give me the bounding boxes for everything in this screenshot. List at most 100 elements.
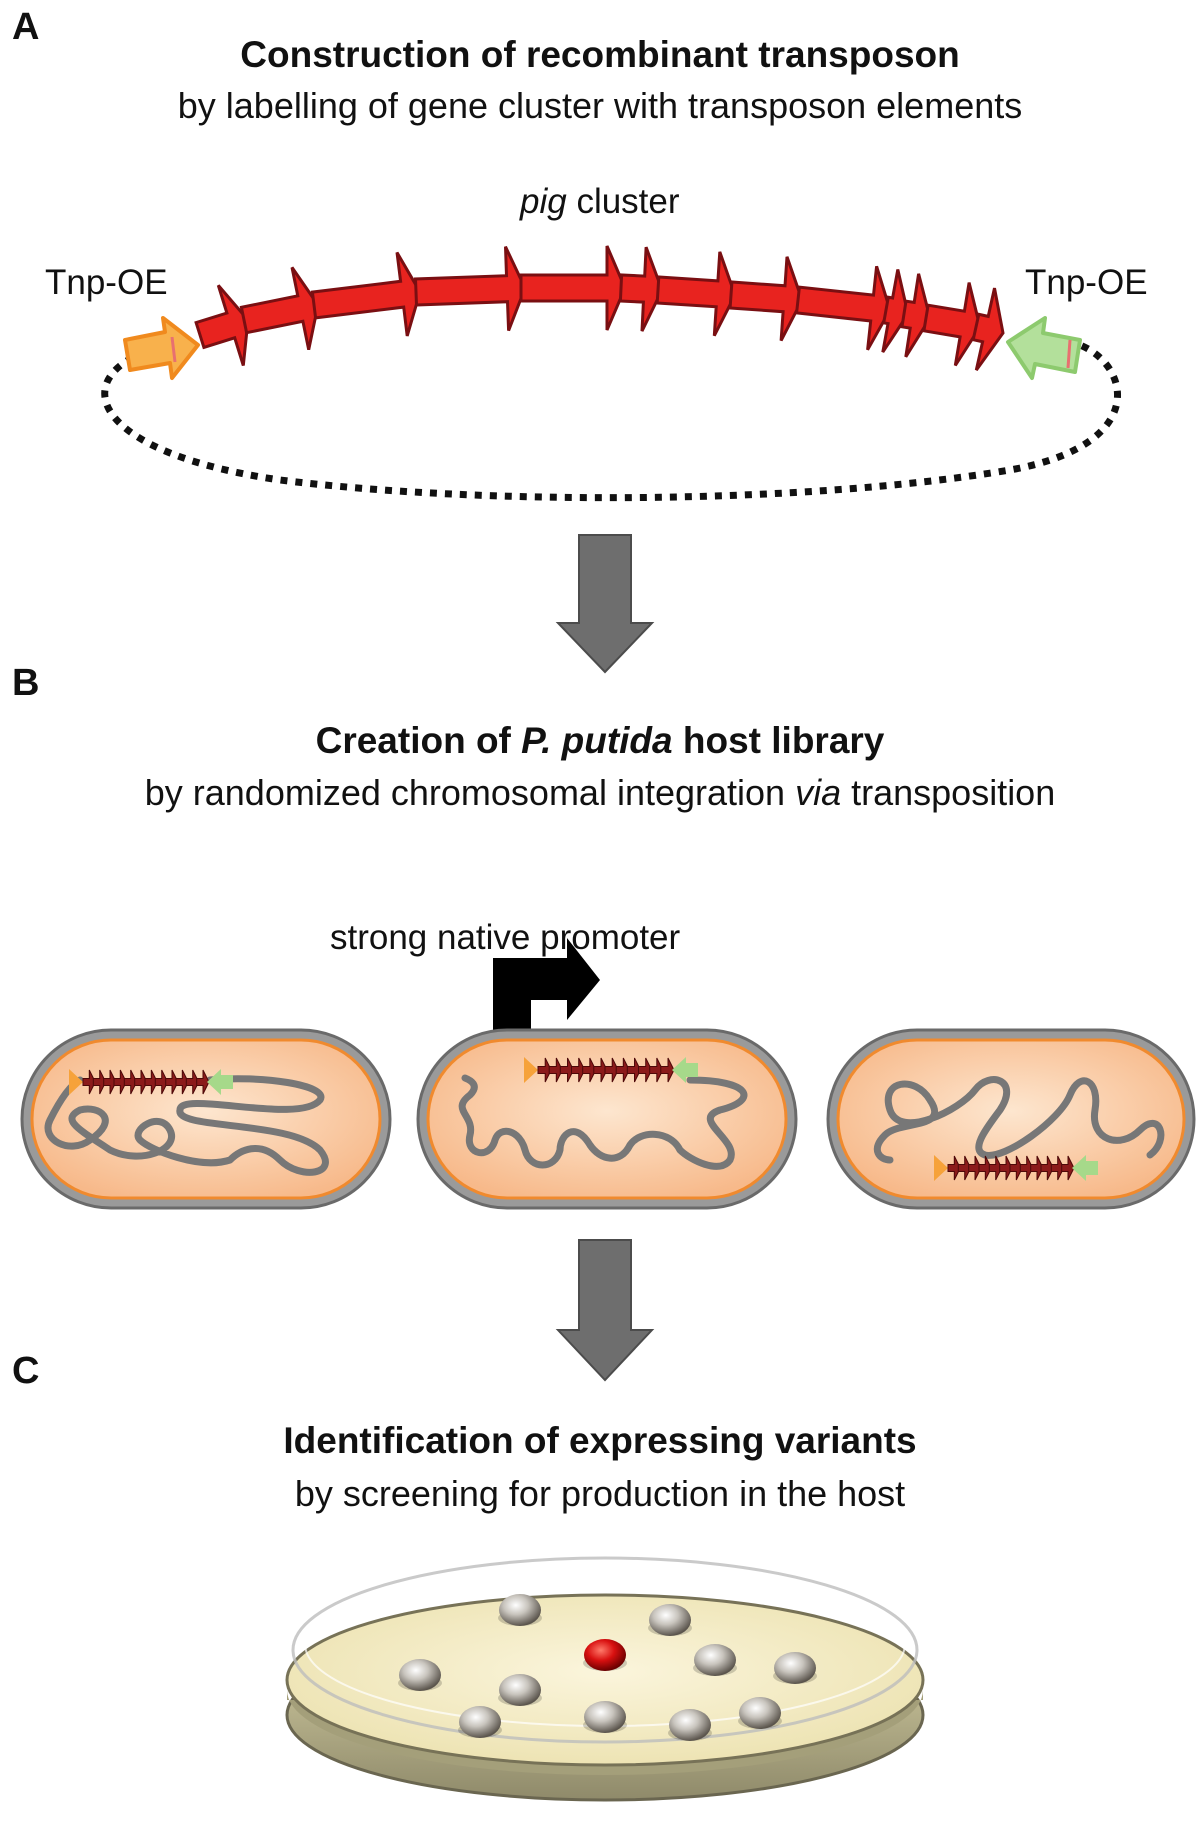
panel-letter-a: A (12, 6, 40, 48)
gene-mini-arrow (1030, 1155, 1044, 1181)
gene-mini-arrow (82, 1069, 96, 1095)
colony (584, 1701, 626, 1733)
petri-dish-icon (285, 1556, 925, 1802)
down-arrow-icon (555, 1239, 655, 1382)
gene-mini-arrow (1019, 1155, 1034, 1181)
gene-mini-arrow (649, 1057, 664, 1083)
panel-b-subtitle: by randomized chromosomal integration vi… (0, 772, 1200, 814)
gene-arrow-1 (194, 284, 250, 366)
panel-b-title: Creation of P. putida host library (0, 720, 1200, 762)
gene-mini-arrow (626, 1057, 642, 1083)
plasmid-backbone (101, 336, 1121, 502)
colony (774, 1652, 816, 1684)
gene-mini-arrow (988, 1155, 1003, 1181)
gene-mini-arrow (968, 1155, 982, 1181)
cluster-label-rest: cluster (566, 182, 680, 221)
panel-b-title-pre: Creation of (315, 720, 522, 761)
down-arrow-icon (555, 534, 655, 674)
gene-arrow-2 (239, 266, 320, 351)
gene-arrow-7 (655, 251, 737, 337)
panel-b-title-italic: P. putida (521, 720, 673, 761)
gene-arrow-10 (881, 269, 910, 353)
colony (399, 1659, 441, 1691)
colony (739, 1697, 781, 1729)
gene-mini-arrow (571, 1057, 586, 1083)
colony (459, 1706, 501, 1738)
gene-arrow-12 (922, 282, 982, 367)
gene-mini-arrow (537, 1057, 552, 1083)
gene-mini-arrow (92, 1069, 107, 1095)
gene-mini-arrow (144, 1069, 158, 1095)
bacterial-cell-2 (416, 1028, 798, 1210)
gene-arrow-8 (728, 256, 804, 342)
gene-mini-arrow (103, 1069, 117, 1095)
tnp-oe-right-marker (207, 1069, 233, 1095)
colony (669, 1709, 711, 1741)
gene-mini-arrow (593, 1057, 608, 1083)
gene-mini-arrow (196, 1069, 210, 1095)
colony (694, 1644, 736, 1676)
gene-arrow-3 (310, 251, 422, 337)
colony (499, 1674, 541, 1706)
cell-cytoplasm (426, 1038, 788, 1200)
gene-mini-arrow (947, 1155, 961, 1181)
chromosome (873, 1076, 1165, 1164)
tnp-oe-right-label: Tnp-OE (1025, 263, 1148, 302)
gene-mini-arrow (638, 1057, 653, 1083)
colony (649, 1604, 691, 1636)
panel-b-subtitle-pre: by randomized chromosomal integration (144, 772, 796, 813)
tnp-oe-left-marker (524, 1057, 538, 1083)
bacterial-cell-3 (826, 1028, 1196, 1210)
cluster-label: pig cluster (520, 182, 680, 222)
red-colony (584, 1639, 626, 1671)
gene-mini-arrow (660, 1057, 675, 1083)
gene-mini-arrow (154, 1069, 169, 1095)
gene-mini-arrow (582, 1057, 597, 1083)
panel-c-subtitle: by screening for production in the host (294, 1473, 906, 1514)
gene-mini-arrow (978, 1155, 992, 1181)
tnp-oe-left-arrow (123, 316, 200, 380)
gene-mini-arrow (1061, 1155, 1075, 1181)
cell-cytoplasm (836, 1038, 1186, 1200)
gene-mini-arrow (1009, 1155, 1023, 1181)
gene-mini-arrow (165, 1069, 179, 1095)
tnp-oe-left-marker (69, 1069, 83, 1095)
gene-mini-arrow (175, 1069, 189, 1095)
cluster-label-italic: pig (520, 182, 567, 221)
panel-letter-c: C (12, 1350, 40, 1392)
tnp-oe-right-marker (1072, 1155, 1098, 1181)
tnp-oe-right-arrow (1006, 316, 1082, 380)
promoter-label: strong native promoter (330, 918, 681, 957)
gene-arrow-13 (971, 287, 1005, 371)
gene-mini-arrow (559, 1057, 575, 1083)
gene-arrow-11 (900, 273, 932, 358)
gene-mini-arrow (957, 1155, 972, 1181)
panel-a-subtitle: by labelling of gene cluster with transp… (177, 85, 1023, 126)
gene-mini-arrow (548, 1057, 563, 1083)
tnp-oe-left-marker (934, 1155, 948, 1181)
gene-mini-arrow (185, 1069, 200, 1095)
pig-gene-cluster (194, 245, 1005, 371)
tnp-oe-left-label: Tnp-OE (45, 263, 168, 302)
gene-mini-arrow (604, 1057, 619, 1083)
gene-mini-arrow (123, 1069, 138, 1095)
tnp-oe-right-marker (672, 1057, 698, 1083)
gene-arrow-6 (618, 246, 664, 332)
panel-a-title: Construction of recombinant transposon (240, 34, 960, 75)
gene-arrow-4 (413, 246, 527, 332)
gene-arrow-9 (794, 265, 892, 351)
gene-mini-arrow (1050, 1155, 1065, 1181)
panel-b-title-post: host library (672, 720, 885, 761)
gene-mini-arrow (615, 1057, 630, 1083)
gene-mini-arrow (113, 1069, 127, 1095)
bacterial-cell-1 (20, 1028, 392, 1210)
chromosome (44, 1075, 329, 1176)
chromosome (458, 1074, 748, 1170)
panel-letter-b: B (12, 662, 40, 704)
gene-mini-arrow (999, 1155, 1013, 1181)
panel-c-title: Identification of expressing variants (283, 1420, 917, 1461)
panel-b-subtitle-italic: via (795, 772, 842, 813)
gene-mini-arrow (1040, 1155, 1054, 1181)
panel-b-subtitle-post: transposition (841, 772, 1056, 813)
